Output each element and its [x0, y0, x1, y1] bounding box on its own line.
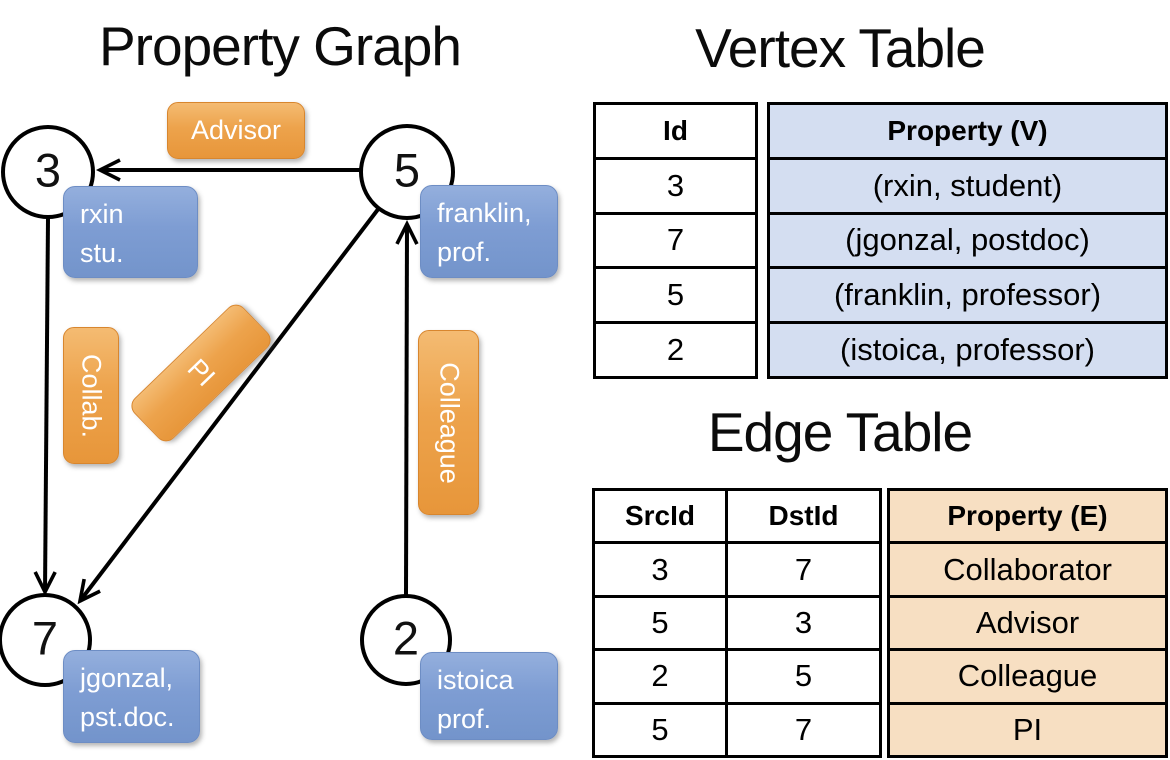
property-graph-canvas [0, 124, 455, 687]
node-2-property-box: istoica prof. [420, 652, 558, 740]
edge-table-title: Edge Table [707, 401, 973, 463]
vertex-id-cell: 5 [666, 277, 685, 313]
advisor-edge-label-text: Advisor [190, 115, 282, 145]
colleague-edge-label: Colleague [418, 330, 479, 515]
node-2-property-line1: istoica [437, 665, 514, 695]
edge-table-srcdst-columns: SrcId DstId 3 7 5 3 2 5 5 7 [592, 488, 882, 758]
collab-edge-label: Collab. [63, 327, 119, 464]
vertex-property-header: Property (V) [887, 114, 1048, 146]
node-2-property-line2: prof. [437, 704, 492, 734]
edge-property-cell: Collaborator [943, 551, 1112, 587]
node-7-label: 7 [31, 611, 59, 665]
vertex-id-cell: 3 [666, 167, 685, 203]
edge-srcid-cell: 2 [595, 651, 728, 702]
edge-collab-line [33, 217, 57, 597]
vertex-id-header: Id [663, 114, 688, 146]
edge-pi-line [77, 206, 381, 605]
node-3-property-line2: stu. [80, 238, 124, 268]
node-5-property-line1: franklin, [437, 198, 532, 228]
edge-property-cell: Colleague [957, 658, 1098, 694]
node-5-property-line2: prof. [437, 237, 492, 267]
edge-dstid-cell: 7 [794, 551, 813, 587]
edge-dstid-header: DstId [768, 500, 839, 532]
advisor-edge-label: Advisor [167, 102, 305, 159]
vertex-id-cell: 7 [666, 222, 685, 258]
node-7-property-line2: pst.doc. [80, 702, 175, 732]
vertex-property-cell: (rxin, student) [872, 167, 1063, 203]
node-3-property-line1: rxin [80, 199, 124, 229]
vertex-property-cell: (franklin, professor) [833, 277, 1102, 313]
edge-srcid-header: SrcId [595, 491, 728, 542]
property-graph-title: Property Graph [98, 15, 462, 77]
node-3-property-box: rxin stu. [63, 186, 198, 278]
edge-srcid-cell: 3 [595, 544, 728, 595]
vertex-property-cell: (jgonzal, postdoc) [845, 222, 1090, 258]
vertex-table-property-column: Property (V) (rxin, student) (jgonzal, p… [767, 102, 1168, 379]
edge-property-cell: PI [1012, 711, 1043, 747]
node-5-property-box: franklin, prof. [420, 185, 558, 278]
edge-table-property-column: Property (E) Collaborator Advisor Collea… [887, 488, 1168, 758]
edge-dstid-cell: 3 [794, 605, 813, 641]
vertex-table-id-column: Id 3 7 5 2 [593, 102, 758, 379]
colleague-edge-label-text: Colleague [434, 361, 464, 484]
edge-srcid-cell: 5 [595, 704, 728, 756]
edge-property-header: Property (E) [947, 500, 1108, 532]
edge-property-cell: Advisor [975, 605, 1080, 641]
pi-edge-label-text: PI [181, 353, 222, 393]
collab-edge-label-text: Collab. [76, 353, 107, 438]
edge-colleague-line [395, 219, 419, 597]
edge-dstid-cell: 5 [794, 658, 813, 694]
node-7-property-line1: jgonzal, [80, 663, 174, 693]
vertex-property-cell: (istoica, professor) [840, 332, 1095, 368]
node-3-label: 3 [34, 143, 62, 197]
edge-dstid-cell: 7 [794, 711, 813, 747]
node-7-property-box: jgonzal, pst.doc. [63, 650, 200, 743]
edge-srcid-cell: 5 [595, 597, 728, 649]
node-2-label: 2 [392, 611, 420, 665]
vertex-table-title: Vertex Table [695, 17, 986, 79]
vertex-id-cell: 2 [666, 332, 685, 368]
node-5-label: 5 [393, 143, 421, 197]
